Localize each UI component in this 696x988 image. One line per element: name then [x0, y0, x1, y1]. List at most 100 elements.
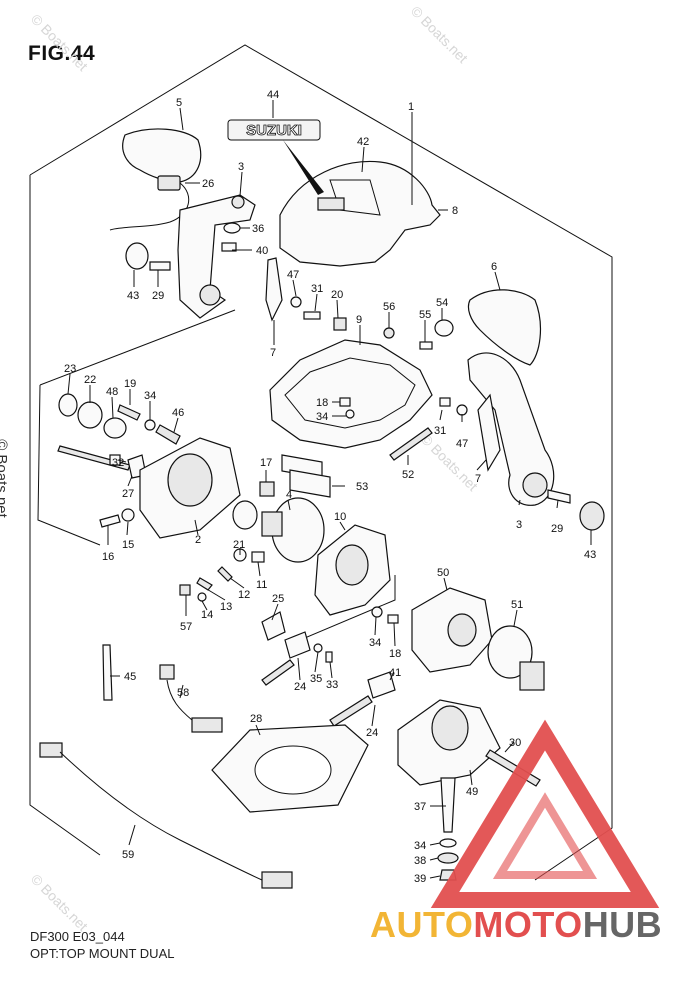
- diagram-option: OPT:TOP MOUNT DUAL: [30, 946, 175, 961]
- wire-part: [166, 679, 193, 721]
- washer-part: [290, 296, 302, 308]
- assembly-boundary-left: [29, 175, 101, 856]
- cover-part: [279, 160, 441, 267]
- callout-label: 25: [272, 593, 284, 605]
- screw-part: [387, 614, 399, 624]
- lower-housing-bore: [431, 705, 469, 751]
- screw-part: [339, 397, 351, 407]
- callout-label: 38: [414, 855, 426, 867]
- callout-label: 29: [152, 290, 164, 302]
- callout-label: 55: [419, 309, 431, 321]
- callout-label: 12: [238, 589, 250, 601]
- washer-part: [345, 409, 355, 419]
- callout-label: 17: [260, 457, 272, 469]
- logo-triangle-icon: [430, 719, 660, 908]
- badge-pointer: [283, 140, 324, 195]
- watermark-text: © Boats.net: [28, 11, 91, 74]
- callout-label: 15: [122, 539, 134, 551]
- washer-part: [371, 606, 383, 618]
- callout-label: 16: [102, 551, 114, 563]
- logo-part-moto: MOTO: [473, 904, 583, 945]
- spring-part: [217, 566, 233, 582]
- callout-label: 34: [414, 840, 426, 852]
- subgroup-line: [39, 309, 236, 386]
- callout-label: 33: [326, 679, 338, 691]
- assembly-boundary: [29, 44, 613, 881]
- callout-label: 54: [436, 297, 448, 309]
- lever-gear-part: [522, 472, 548, 498]
- callout-label: 2: [195, 534, 201, 546]
- sensor-probe: [329, 695, 373, 727]
- callout-label: 7: [475, 473, 481, 485]
- gasket-hole: [254, 745, 332, 795]
- callout-label: 1: [408, 101, 414, 113]
- callout-label: 47: [287, 269, 299, 281]
- callout-label: 26: [202, 178, 214, 190]
- callout-label: 34: [316, 411, 328, 423]
- connector-part: [159, 664, 175, 680]
- callout-label: 3: [238, 161, 244, 173]
- callout-label: 8: [452, 205, 458, 217]
- callout-label: 9: [356, 314, 362, 326]
- callout-label: 5: [176, 97, 182, 109]
- connector-part: [39, 742, 63, 758]
- sensor-part: [367, 671, 396, 699]
- callout-label: 23: [64, 363, 76, 375]
- callout-label: 39: [414, 873, 426, 885]
- callout-label: 42: [357, 136, 369, 148]
- lever-pivot-part: [231, 195, 245, 209]
- handle-grip-part: [122, 128, 202, 183]
- gear-shaft: [261, 511, 283, 537]
- block-part: [251, 551, 265, 563]
- cable-tie-part: [102, 644, 113, 701]
- ring-part: [232, 500, 258, 530]
- sensor-probe: [261, 659, 295, 686]
- callout-label: 59: [122, 849, 134, 861]
- callout-label: 20: [331, 289, 343, 301]
- washer-part: [144, 419, 156, 431]
- block-part: [333, 317, 347, 331]
- callout-label: 43: [584, 549, 596, 561]
- wire-part: [109, 182, 190, 231]
- harness-part: [59, 751, 263, 881]
- callout-label: 19: [124, 378, 136, 390]
- callout-label: 48: [106, 386, 118, 398]
- callout-label: 28: [250, 713, 262, 725]
- gear-housing-bore: [447, 613, 477, 647]
- screw-part: [547, 489, 571, 504]
- callout-label: 3: [516, 519, 522, 531]
- washer-part: [197, 592, 207, 602]
- callout-label: 13: [220, 601, 232, 613]
- nut-part: [383, 327, 395, 339]
- subgroup-line: [299, 575, 396, 641]
- callout-label: 57: [180, 621, 192, 633]
- callout-label: 51: [511, 599, 523, 611]
- washer-part: [437, 852, 459, 864]
- callout-label: 29: [551, 523, 563, 535]
- connector-part: [157, 175, 181, 191]
- callout-label: 58: [177, 687, 189, 699]
- watermark-text: © Boats.net: [28, 871, 91, 934]
- block-part: [259, 481, 275, 497]
- callout-label: 11: [256, 579, 267, 591]
- base-bore: [167, 453, 213, 507]
- screw-part: [303, 311, 321, 320]
- washer-part: [313, 643, 323, 653]
- callout-label: 36: [252, 223, 264, 235]
- screw-part: [439, 397, 451, 407]
- washer-part: [121, 508, 135, 522]
- cover-insert: [317, 197, 345, 211]
- callout-label: 22: [84, 374, 96, 386]
- callout-label: 6: [491, 261, 497, 273]
- subgroup-line: [37, 384, 101, 546]
- callout-label: 27: [122, 488, 134, 500]
- ring-part: [58, 393, 78, 417]
- washer-part: [439, 838, 457, 848]
- site-logo[interactable]: AUTOMOTOHUB: [370, 904, 662, 946]
- washer-part: [223, 222, 241, 234]
- callout-label: 21: [233, 539, 245, 551]
- callout-label: 53: [356, 481, 368, 493]
- watermark-text: © Boats.net: [408, 3, 471, 66]
- logo-part-hub: HUB: [582, 904, 663, 945]
